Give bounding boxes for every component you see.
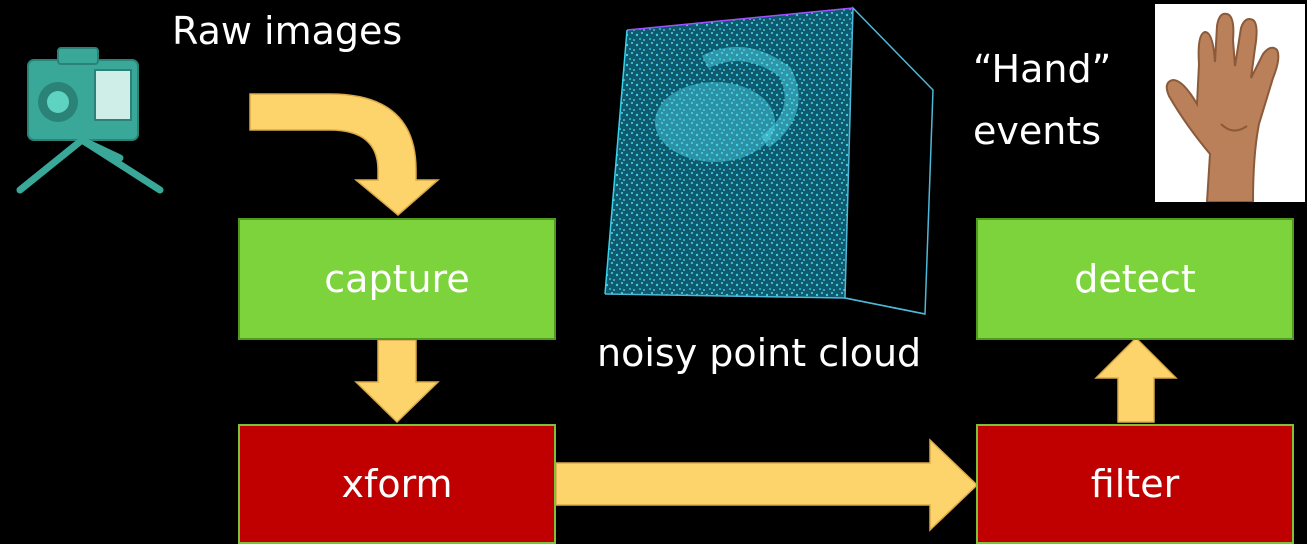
xform-stage-label: xform [341, 462, 453, 506]
arrow-capture-to-xform [354, 339, 440, 424]
hand-image [1155, 4, 1305, 203]
arrow-raw-to-capture [249, 93, 440, 216]
capture-stage: capture [238, 218, 556, 340]
arrow-filter-to-detect [1094, 336, 1178, 423]
arrow-xform-to-filter [555, 438, 979, 532]
point-cloud-image [604, 6, 934, 315]
detect-stage-label: detect [1074, 257, 1196, 301]
detect-stage: detect [976, 218, 1294, 340]
raw-images-label: Raw images [172, 9, 403, 53]
point-cloud-label: noisy point cloud [597, 331, 922, 375]
hand-events-label-line1: “Hand” [973, 47, 1112, 91]
camera-icon [16, 47, 164, 194]
filter-stage: filter [976, 424, 1294, 544]
capture-stage-label: capture [324, 257, 470, 301]
filter-stage-label: filter [1090, 462, 1180, 506]
xform-stage: xform [238, 424, 556, 544]
hand-events-label-line2: events [973, 109, 1102, 153]
